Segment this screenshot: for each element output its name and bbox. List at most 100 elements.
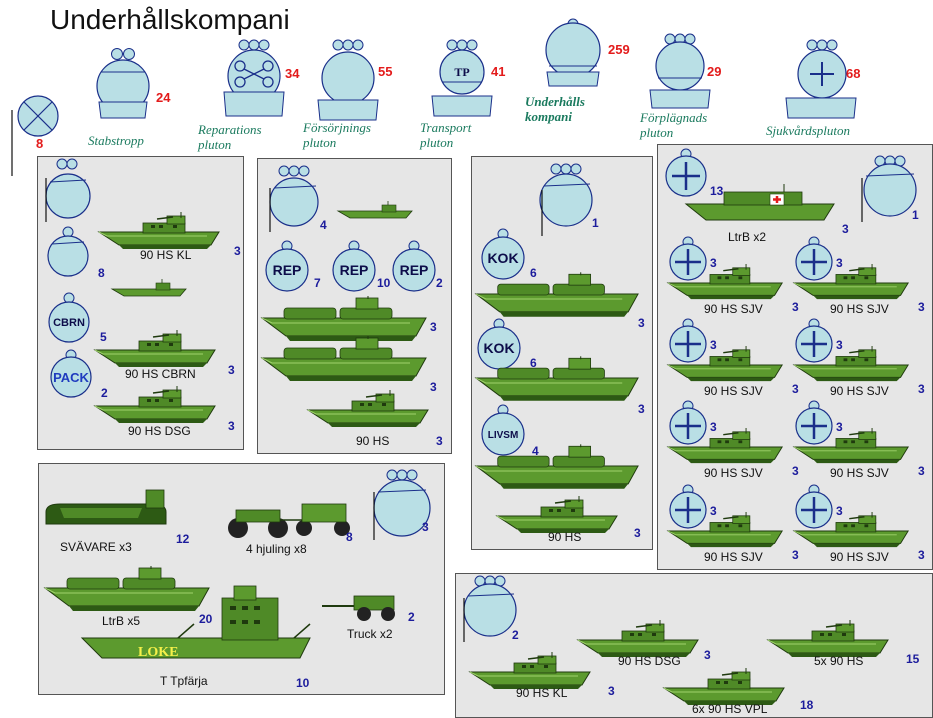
pack-badge-icon: PACK bbox=[50, 349, 92, 398]
vessel-label: 90 HS bbox=[548, 530, 582, 544]
vessel-count: 3 bbox=[918, 382, 925, 396]
smallboat-icon bbox=[336, 200, 416, 222]
vessel-label: 5x 90 HS bbox=[814, 654, 864, 668]
stabstropp-icon bbox=[96, 48, 150, 119]
smallboat-icon bbox=[110, 278, 190, 300]
vessel-label: 90 HS DSG bbox=[128, 424, 191, 438]
unit-count: 1 bbox=[912, 208, 919, 222]
vessel-count: 8 bbox=[346, 530, 353, 544]
boat-icon bbox=[790, 346, 918, 384]
unit-count: 2 bbox=[436, 276, 443, 290]
vessel-count: 15 bbox=[906, 652, 920, 666]
reparations-pluton-icon bbox=[223, 39, 285, 117]
transport-pluton-icon: TP bbox=[431, 39, 493, 117]
vessel-count: 3 bbox=[918, 300, 925, 314]
boat-icon bbox=[88, 330, 228, 370]
crossed-circle-icon bbox=[11, 95, 59, 176]
cross-circle-icon bbox=[669, 236, 707, 281]
vessel-count: 12 bbox=[176, 532, 190, 546]
boat-icon bbox=[664, 346, 792, 384]
vessel-label: 90 HS SJV bbox=[704, 302, 763, 316]
vessel-label: 4 hjuling x8 bbox=[246, 542, 307, 556]
unit-count: 259 bbox=[608, 42, 630, 57]
unit-label: Sjukvårdspluton bbox=[766, 123, 851, 138]
boat-icon bbox=[664, 512, 792, 550]
vessel-label: 90 HS KL bbox=[516, 686, 568, 700]
boat-icon bbox=[664, 264, 792, 302]
vessel-label: SVÄVARE x3 bbox=[60, 540, 132, 554]
pack-badge: PACK bbox=[53, 370, 89, 385]
vessel-count: 3 bbox=[918, 548, 925, 562]
unit-count: 6 bbox=[530, 266, 537, 280]
bigboat-icon bbox=[474, 356, 642, 406]
atv-icon bbox=[228, 503, 350, 538]
unit-count: 2 bbox=[101, 386, 108, 400]
vessel-label: 6x 90 HS VPL bbox=[692, 702, 768, 716]
ferry-icon: LOKE bbox=[80, 585, 311, 660]
forsorjnings-pluton-icon bbox=[317, 39, 379, 121]
cross-circle-icon bbox=[669, 318, 707, 363]
vessel-count: 3 bbox=[704, 648, 711, 662]
kok-badge-icon: KOK bbox=[481, 228, 525, 280]
unit-circle-icon bbox=[373, 469, 431, 540]
cross-circle-icon bbox=[669, 400, 707, 445]
vessel-count: 3 bbox=[792, 382, 799, 396]
vessel-count: 3 bbox=[430, 320, 437, 334]
ambulance-boat-icon bbox=[684, 184, 835, 221]
vessel-count: 3 bbox=[792, 464, 799, 478]
unit-count: 3 bbox=[836, 420, 843, 434]
unit-count: 1 bbox=[592, 216, 599, 230]
boat-icon bbox=[790, 264, 918, 302]
vessel-label: 90 HS SJV bbox=[704, 550, 763, 564]
unit-count: 3 bbox=[710, 256, 717, 270]
vessel-label: 90 HS KL bbox=[140, 248, 192, 262]
kok-badge-icon: KOK bbox=[477, 318, 521, 370]
unit-count: 5 bbox=[100, 330, 107, 344]
unit-count: 3 bbox=[836, 338, 843, 352]
unit-count: 34 bbox=[285, 66, 300, 81]
hovercraft-icon bbox=[45, 489, 167, 525]
vessel-label: 90 HS SJV bbox=[830, 302, 889, 316]
unit-count: 4 bbox=[532, 444, 539, 458]
vessel-count: 3 bbox=[228, 363, 235, 377]
unit-count: 55 bbox=[378, 64, 393, 79]
unit-count: 8 bbox=[36, 136, 44, 151]
rep-badge: REP bbox=[340, 262, 369, 278]
vessel-count: 3 bbox=[608, 684, 615, 698]
unit-count: 3 bbox=[836, 256, 843, 270]
cbrn-badge-icon: CBRN bbox=[48, 292, 90, 343]
vessel-count: 18 bbox=[800, 698, 814, 712]
boat-icon bbox=[790, 428, 918, 466]
forklift-icon bbox=[322, 595, 395, 621]
unit-count: 68 bbox=[846, 66, 861, 81]
vessel-count: 3 bbox=[436, 434, 443, 448]
loke-label: LOKE bbox=[138, 645, 178, 660]
cross-circle-icon bbox=[795, 400, 833, 445]
vessel-count: 3 bbox=[842, 222, 849, 236]
vessel-label: 90 HS SJV bbox=[704, 384, 763, 398]
vessel-label: Truck x2 bbox=[347, 627, 393, 641]
sjukvardspluton-icon bbox=[785, 39, 857, 119]
boat-icon bbox=[92, 212, 232, 252]
rep-badge: REP bbox=[273, 262, 302, 278]
vessel-count: 2 bbox=[408, 610, 415, 624]
cross-circle-icon bbox=[795, 484, 833, 529]
kok-badge: KOK bbox=[487, 250, 518, 266]
boat-icon bbox=[88, 386, 228, 426]
cross-circle-icon bbox=[669, 484, 707, 529]
vessel-label: 90 HS CBRN bbox=[125, 367, 196, 381]
vessel-count: 3 bbox=[634, 526, 641, 540]
rep-badge-icon: REP bbox=[265, 240, 309, 292]
boat-icon bbox=[790, 512, 918, 550]
vessel-label: T Tpfärja bbox=[160, 674, 208, 688]
vessel-count: 10 bbox=[296, 676, 310, 690]
unit-count: 3 bbox=[710, 338, 717, 352]
unit-count: 3 bbox=[710, 504, 717, 518]
boat-icon bbox=[306, 390, 436, 430]
cross-circle-icon bbox=[665, 148, 707, 197]
cross-circle-icon bbox=[795, 236, 833, 281]
rep-badge-icon: REP bbox=[392, 240, 436, 292]
